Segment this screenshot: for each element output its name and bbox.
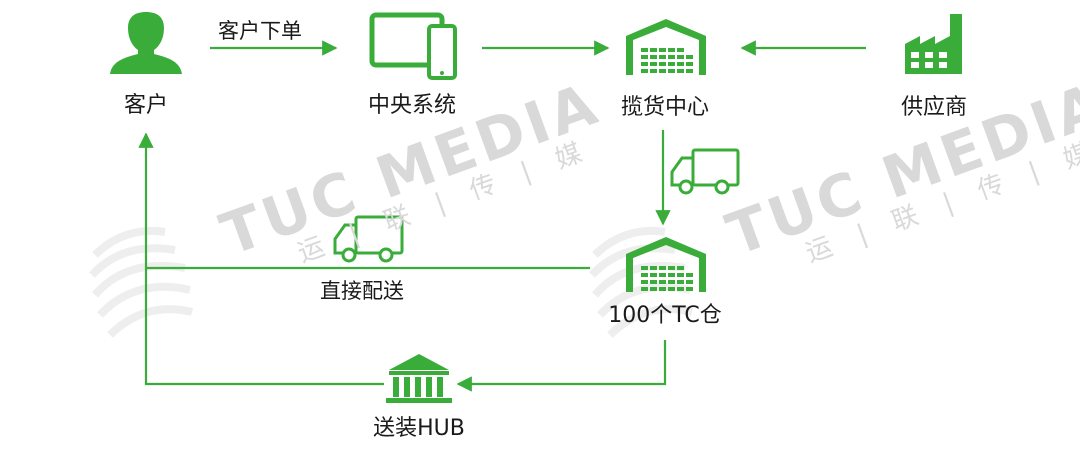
node-label-supplier: 供应商 [900,95,968,120]
truck-icon [333,215,404,263]
warehouse-icon [626,19,706,75]
node-label-consolidation-center: 揽货中心 [620,95,710,120]
node-label-delivery-hub: 送装HUB [373,416,465,441]
node-label-customer: 客户 [123,93,169,118]
watermark-emblem-left [89,226,194,338]
edge-label-direct-delivery: 直接配送 [320,279,404,303]
truck-icon [670,148,740,195]
person-icon [110,12,182,74]
edge-tc-to-hub [456,340,667,392]
node-label-tc-warehouse: 100个TC仓 [608,303,722,328]
node-label-central-system: 中央系统 [367,93,457,118]
factory-icon [905,14,962,74]
edges [138,40,866,392]
tablet-phone-icon [369,12,457,80]
bank-building-icon [386,354,452,403]
edge-label-order: 客户下单 [218,19,302,43]
warehouse-icon [626,237,706,292]
edge-hub-to-customer [138,132,384,386]
